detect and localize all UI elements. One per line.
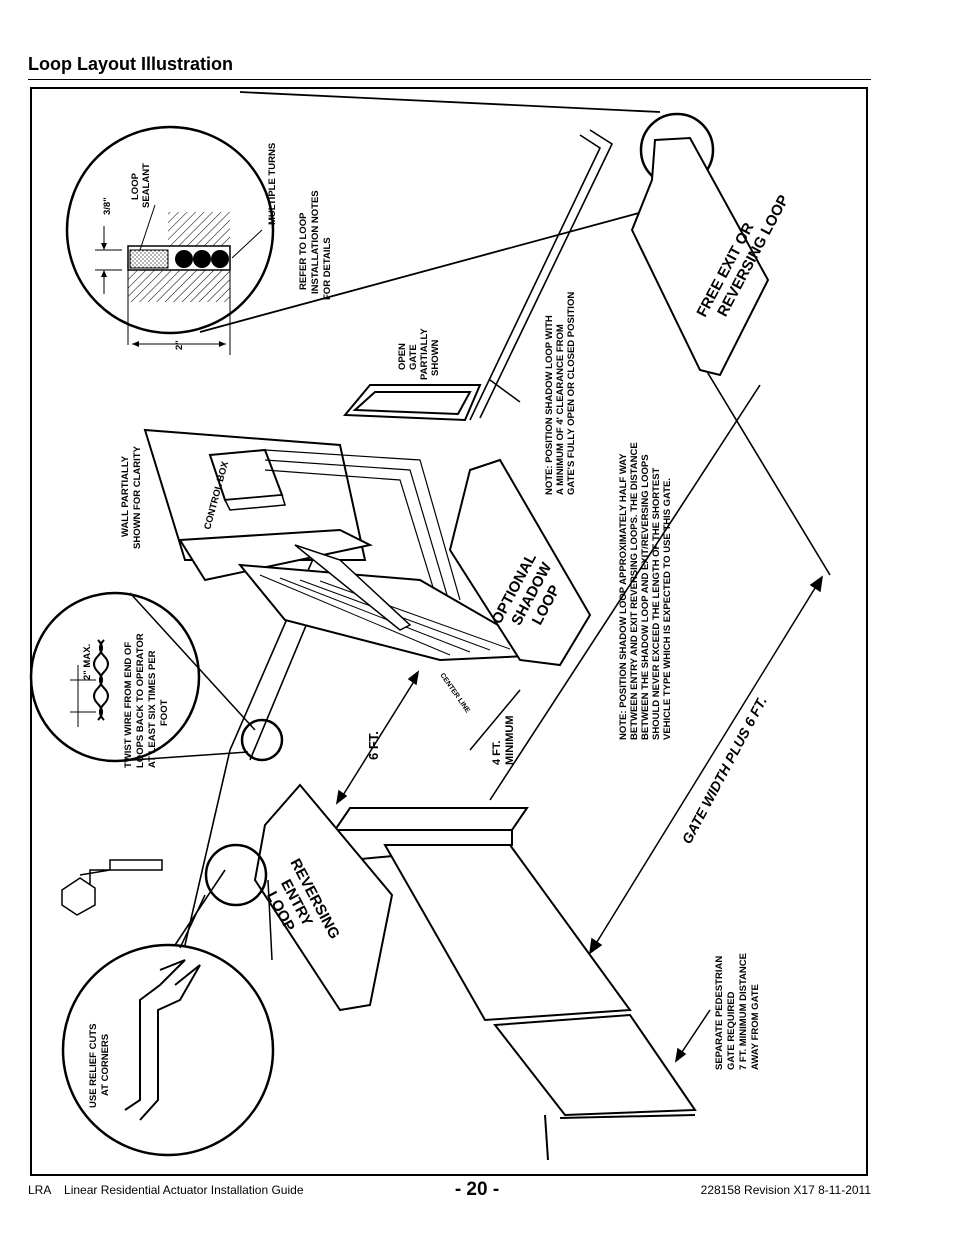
twist-wire-label: TWIST WIRE FROM END OFLOOPS BACK TO OPER… <box>123 633 170 768</box>
illustration-frame <box>30 87 868 1176</box>
two-inch-max-label: 2" MAX. <box>82 644 93 680</box>
footer-left: LRA Linear Residential Actuator Installa… <box>28 1183 304 1197</box>
six-ft-label: 6 FT. <box>366 731 381 760</box>
gate-and-walkway <box>333 807 697 1161</box>
multiple-turns-label: MULTIPLE TURNS <box>267 143 278 225</box>
loop-sealant-label: LOOPSEALANT <box>130 163 152 208</box>
refer-notes-label: REFER TO LOOPINSTALLATION NOTESFOR DETAI… <box>298 190 333 300</box>
loop-detail-magnifier <box>65 91 715 355</box>
wall-partially-label: WALL PARTIALLYSHOWN FOR CLARITY <box>120 445 143 549</box>
relief-cuts-label: USE RELIEF CUTSAT CORNERS <box>88 1024 111 1108</box>
title-rule <box>28 79 871 80</box>
page-number: - 20 - <box>454 1179 500 1200</box>
center-line-label: CENTER LINE <box>438 672 471 715</box>
wall-and-control-box <box>143 428 554 662</box>
reversing-entry-loop: REVERSINGENTRYLOOP <box>253 783 394 1012</box>
relief-cuts-target-circle <box>204 843 268 907</box>
three-eighths-label: 3/8" <box>102 197 113 215</box>
twist-wire-magnifier <box>29 591 284 763</box>
optional-shadow-loop: OPTIONALSHADOWLOOP <box>448 458 592 667</box>
two-inch-label: 2" <box>174 340 185 350</box>
gate-width-label: GATE WIDTH PLUS 6 FT. <box>679 694 770 847</box>
page-title: Loop Layout Illustration <box>28 54 233 74</box>
relief-cuts-magnifier <box>61 843 275 1157</box>
four-ft-minimum-label: 4 FT.MINIMUM <box>491 716 516 766</box>
keypad-pedestal <box>61 859 163 916</box>
open-gate-label: OPENGATEPARTIALLYSHOWN <box>397 328 441 380</box>
free-exit-loop: FREE EXIT ORREVERSING LOOP <box>630 136 793 377</box>
note-half-way: NOTE: POSITION SHADOW LOOP APPROXIMATELY… <box>618 442 673 740</box>
footer-right: 228158 Revision X17 8-11-2011 <box>700 1183 871 1197</box>
open-gate <box>342 384 482 422</box>
dimension-arrows <box>335 575 823 1063</box>
detail-text: LOOPSEALANT 3/8" MULTIPLE TURNS REFER TO… <box>102 143 333 350</box>
note-shadow-clearance: NOTE: POSITION SHADOW LOOP WITHA MINIMUM… <box>544 292 577 495</box>
twist-wire-target-circle <box>240 718 284 762</box>
separate-ped-label: SEPARATE PEDESTRIANGATE REQUIRED7 FT. MI… <box>714 953 761 1070</box>
